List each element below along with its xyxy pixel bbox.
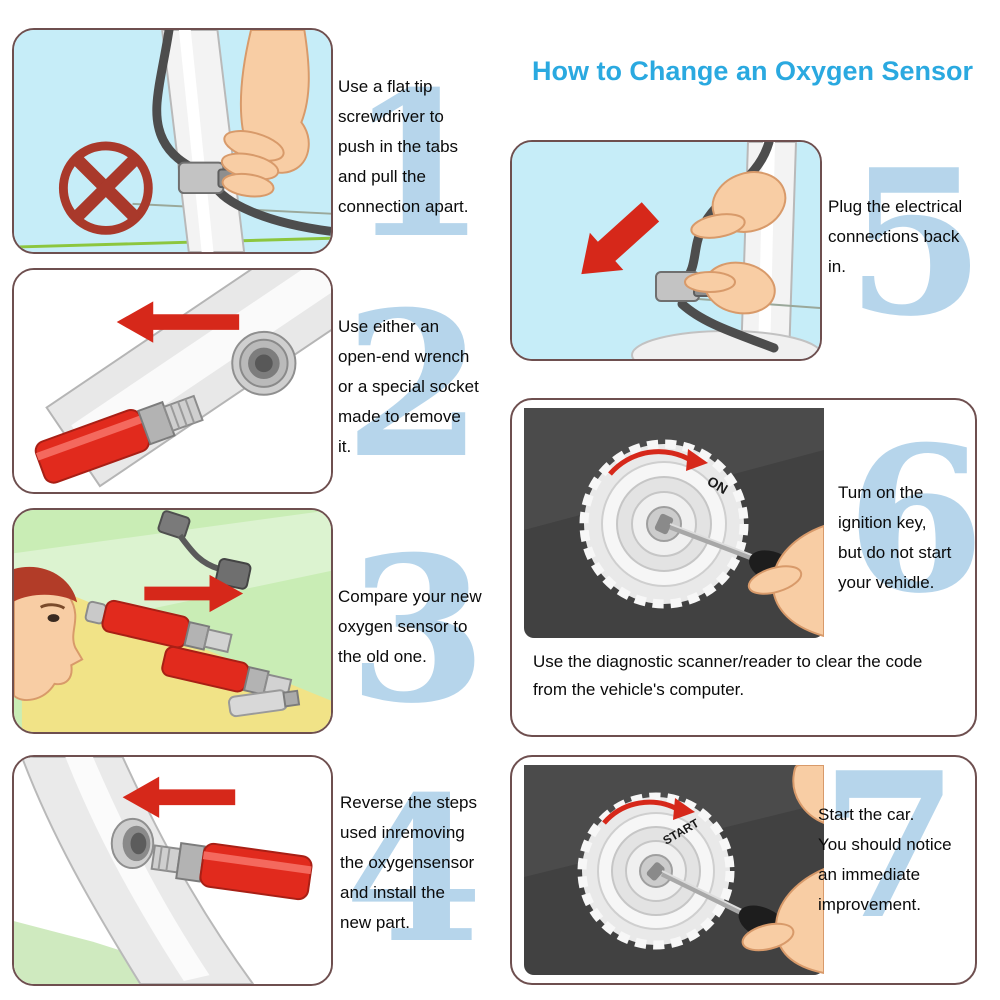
page-title: How to Change an Oxygen Sensor: [531, 56, 974, 86]
hand: [747, 524, 824, 638]
red-arrow-icon: [116, 301, 240, 343]
hand: [220, 30, 310, 198]
step-7-text: Start the car. You should notice an imme…: [818, 805, 952, 914]
step-2-illustration: [14, 270, 331, 492]
red-arrow-icon: [581, 202, 660, 275]
step-4-panel: [12, 755, 333, 986]
sensor-bung: [110, 817, 155, 870]
step-3-number: 3: [348, 513, 488, 748]
new-oxygen-sensor: [84, 599, 233, 654]
hand: [684, 171, 787, 315]
step-2-panel: [12, 268, 333, 494]
no-entry-icon: [58, 141, 153, 235]
step-6-panel: ON: [510, 398, 977, 737]
turn-direction-arrow: [602, 799, 681, 825]
step-5-number: 5: [846, 126, 986, 361]
step-3-illustration: [14, 510, 331, 732]
oxygen-sensor: [34, 394, 204, 484]
step-5-illustration: [512, 142, 820, 359]
step-6-number: 6: [846, 403, 986, 638]
step-5-panel: [510, 140, 822, 361]
step-1-illustration: [14, 30, 331, 252]
person-face: [14, 566, 84, 702]
diagnostic-note: Use the diagnostic scanner/reader to cle…: [533, 652, 923, 699]
step-7-number: 7: [820, 729, 960, 964]
old-connector: [157, 510, 252, 590]
step-4-number: 4: [344, 753, 484, 988]
step-6-illustration: ON: [524, 408, 824, 638]
step-2-number: 2: [344, 268, 484, 503]
hand: [741, 765, 824, 975]
ignition-switch: [579, 439, 749, 609]
turn-direction-arrow: [608, 449, 694, 476]
step-1-number: 1: [348, 48, 488, 283]
step-7-panel: START: [510, 755, 977, 985]
step-3-panel: [12, 508, 333, 734]
step-7-illustration: START: [524, 765, 824, 975]
red-arrow-icon: [144, 574, 244, 613]
step-3-text: Compare your new oxygen sensor to the ol…: [338, 587, 482, 666]
step-6-text: Tum on the ignition key, but do not star…: [838, 483, 952, 592]
ignition-switch: [577, 792, 735, 950]
oxygen-sensor: [150, 842, 313, 901]
step-1-text: Use a flat tip screwdriver to push in th…: [338, 77, 469, 216]
step-1-panel: [12, 28, 333, 254]
step-2-text: Use either an open-end wrench or a speci…: [338, 317, 479, 456]
step-5-text: Plug the electrical connections back in.: [828, 197, 963, 276]
sensor-bung: [231, 330, 297, 396]
red-arrow-icon: [122, 776, 236, 818]
step-4-illustration: [14, 757, 331, 984]
step-4-text: Reverse the steps used inremoving the ox…: [340, 793, 478, 932]
spare-sensor: [228, 689, 301, 718]
